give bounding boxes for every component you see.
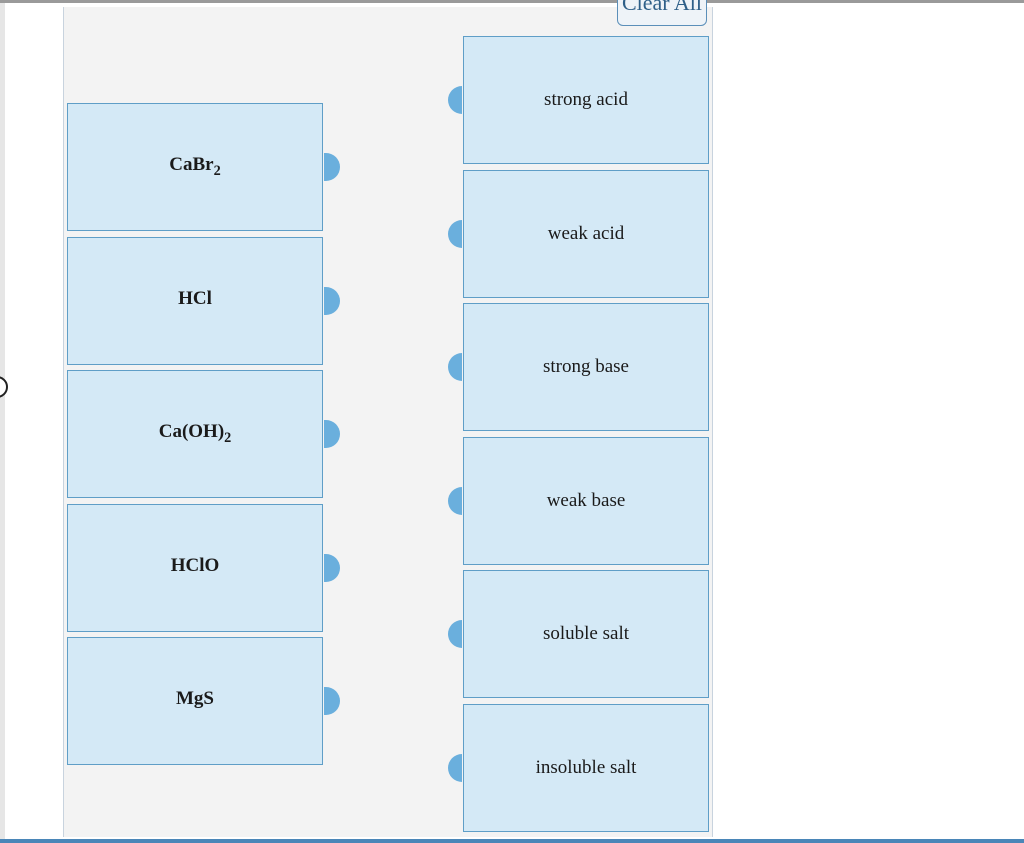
connector-dot-icon[interactable] (448, 754, 462, 782)
category-box-insoluble-salt[interactable]: insoluble salt (463, 704, 709, 832)
connector-dot-icon[interactable] (448, 487, 462, 515)
drag-handle-icon[interactable] (0, 376, 8, 398)
window-top-border (0, 0, 1024, 3)
category-box-soluble-salt[interactable]: soluble salt (463, 570, 709, 698)
category-box-strong-base[interactable]: strong base (463, 303, 709, 431)
window-bottom-border (0, 839, 1024, 843)
category-box-weak-acid[interactable]: weak acid (463, 170, 709, 298)
formula-label: HCl (178, 288, 212, 309)
clear-all-button[interactable]: Clear All (617, 0, 707, 26)
category-label: strong base (542, 356, 629, 377)
category-label: weak base (546, 490, 626, 511)
formula-box-hcl[interactable]: HCl (67, 237, 323, 365)
connector-dot-icon[interactable] (448, 220, 462, 248)
category-label: insoluble salt (535, 757, 637, 778)
category-label: soluble salt (542, 623, 630, 644)
formula-box-mgs[interactable]: MgS (67, 637, 323, 765)
formula-box-cabr2[interactable]: CaBr2 (67, 103, 323, 231)
left-edge-strip (0, 3, 5, 839)
category-label: strong acid (544, 89, 628, 110)
connector-dot-icon[interactable] (448, 86, 462, 114)
formula-label: CaBr2 (169, 154, 221, 179)
formula-box-hclo[interactable]: HClO (67, 504, 323, 632)
category-label: weak acid (547, 223, 625, 244)
category-box-weak-base[interactable]: weak base (463, 437, 709, 565)
connector-dot-icon[interactable] (324, 420, 340, 448)
connector-dot-icon[interactable] (324, 687, 340, 715)
connector-dot-icon[interactable] (324, 153, 340, 181)
formula-label: Ca(OH)2 (158, 421, 232, 446)
formula-label: HClO (170, 555, 220, 576)
formula-label: MgS (176, 688, 214, 709)
category-box-strong-acid[interactable]: strong acid (463, 36, 709, 164)
formula-box-caoh2[interactable]: Ca(OH)2 (67, 370, 323, 498)
connector-dot-icon[interactable] (448, 620, 462, 648)
connector-dot-icon[interactable] (324, 287, 340, 315)
connector-dot-icon[interactable] (324, 554, 340, 582)
connector-dot-icon[interactable] (448, 353, 462, 381)
